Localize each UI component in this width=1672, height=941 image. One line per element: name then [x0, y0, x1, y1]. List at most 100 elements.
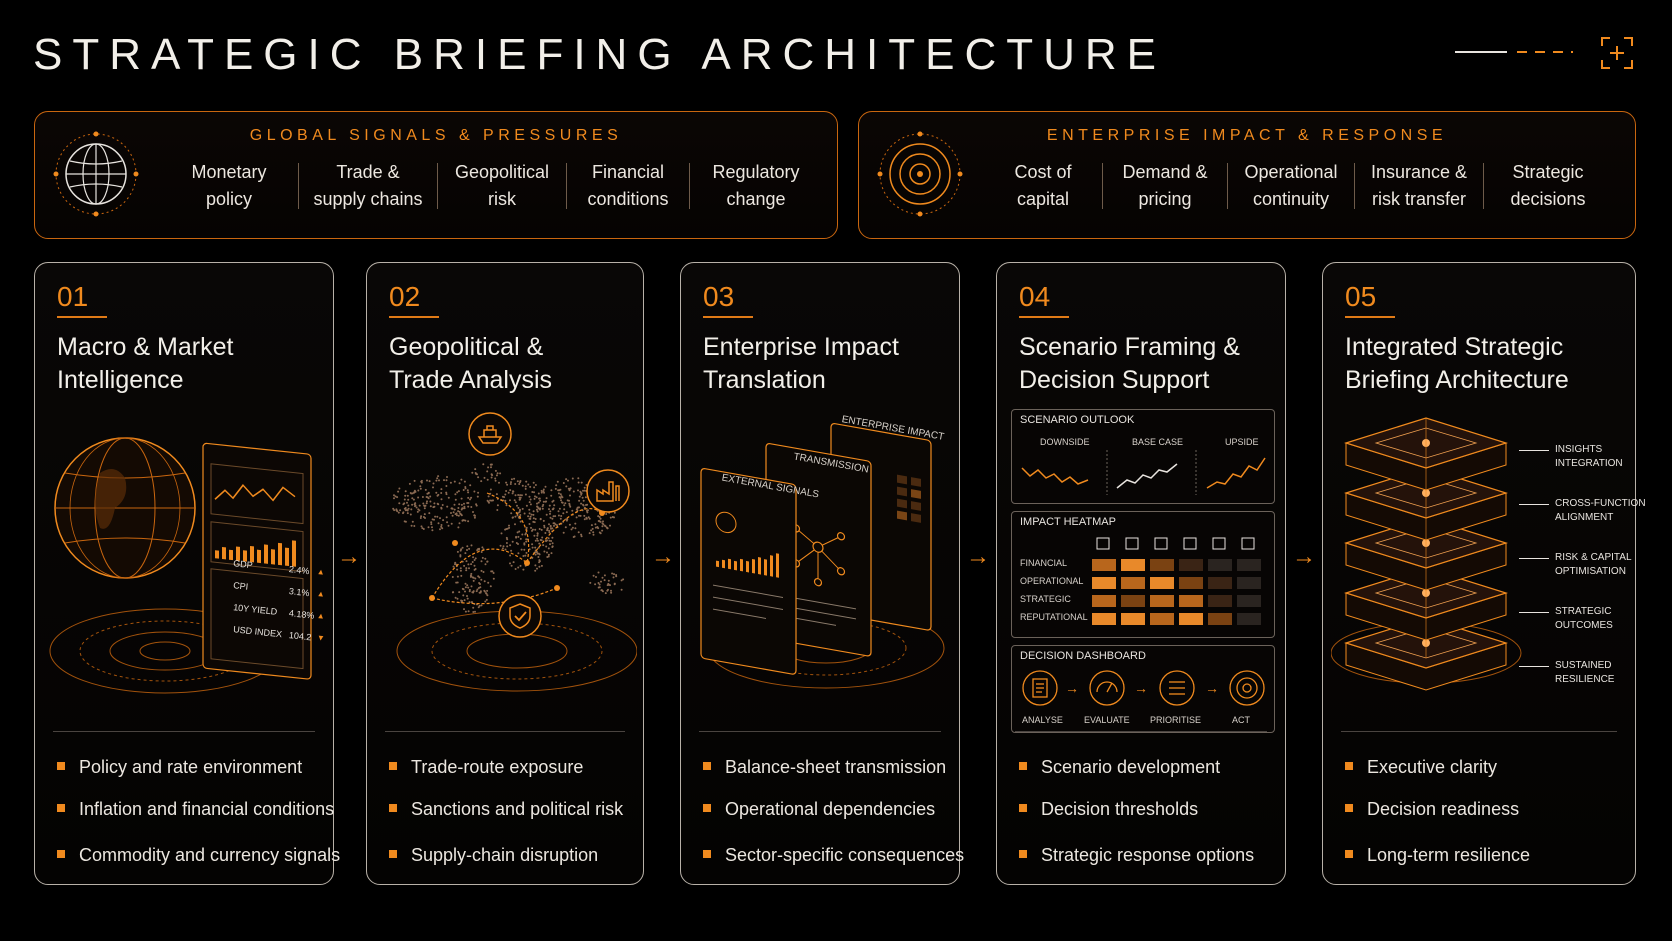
map-dot — [474, 610, 476, 613]
map-dot — [508, 526, 511, 529]
map-dot — [549, 525, 552, 528]
map-dot — [620, 588, 623, 591]
map-dot — [466, 549, 468, 551]
band-separator — [1102, 163, 1103, 209]
map-dot — [430, 523, 433, 526]
map-dot — [514, 501, 517, 504]
map-dot — [547, 547, 550, 550]
heatmap-cell — [1208, 559, 1232, 571]
map-dot — [483, 580, 486, 583]
map-dot — [532, 520, 535, 523]
map-dot — [533, 486, 536, 489]
map-dot — [458, 482, 461, 485]
map-dot — [606, 527, 609, 530]
map-dot — [538, 553, 541, 556]
map-dot — [578, 495, 581, 498]
map-dot — [516, 531, 519, 534]
map-dot — [423, 507, 426, 510]
map-dot — [554, 523, 557, 526]
map-dot — [517, 494, 520, 496]
map-dot — [532, 481, 535, 484]
map-dot — [529, 498, 532, 501]
map-dot — [498, 481, 500, 484]
map-dot — [415, 506, 418, 509]
map-dot — [470, 544, 473, 547]
band-item-2: Demand &pricing — [1122, 162, 1208, 209]
map-dot — [536, 510, 539, 513]
heatmap-cell — [1208, 613, 1232, 625]
map-dot — [505, 528, 508, 530]
map-dot — [610, 591, 613, 594]
map-dot — [517, 566, 520, 569]
map-dot — [519, 498, 521, 501]
map-dot — [445, 491, 448, 494]
map-dot — [437, 475, 440, 478]
globe-icon — [53, 131, 139, 217]
map-dot — [459, 554, 462, 557]
map-dot — [480, 604, 483, 607]
map-dot — [539, 517, 542, 520]
map-dot — [534, 495, 536, 498]
bullet-marker — [389, 804, 397, 813]
map-dot — [512, 561, 515, 564]
map-dot — [422, 502, 425, 505]
map-dot — [451, 591, 454, 594]
map-dot — [457, 510, 460, 513]
map-dot — [613, 516, 615, 519]
map-dot — [447, 496, 450, 499]
heatmap-cell — [1150, 559, 1174, 571]
map-dot — [460, 478, 463, 481]
heatmap-cell — [1237, 559, 1261, 571]
map-dot — [536, 534, 539, 537]
map-dot — [504, 500, 507, 502]
layer-connector — [1519, 450, 1549, 451]
map-dot — [568, 489, 571, 492]
map-dot — [538, 559, 541, 562]
bullet-text: Decision thresholds — [1041, 799, 1199, 819]
map-dot — [467, 491, 470, 494]
map-dot — [480, 560, 483, 563]
map-dot — [472, 576, 475, 579]
map-dot — [425, 496, 428, 498]
map-dot — [538, 528, 541, 530]
map-dot — [540, 491, 543, 494]
map-dot — [453, 503, 456, 506]
map-dot — [571, 526, 574, 529]
map-dot — [494, 469, 497, 472]
map-dot — [569, 505, 572, 508]
card-number: 02 — [389, 281, 421, 312]
expand-icon[interactable] — [1600, 36, 1634, 70]
map-dot — [456, 514, 458, 517]
map-dot — [486, 594, 489, 597]
bullet-marker — [703, 762, 711, 771]
map-dot — [411, 503, 414, 506]
map-dot — [542, 519, 545, 522]
map-dot — [555, 484, 558, 487]
impact-heatmap — [1092, 537, 1261, 625]
map-dot — [525, 538, 528, 541]
map-dot — [533, 491, 535, 494]
map-dot — [518, 530, 521, 533]
map-dot — [601, 590, 604, 593]
map-dot — [509, 554, 512, 557]
map-dot — [582, 503, 584, 506]
map-dot — [499, 544, 502, 547]
map-dot — [539, 507, 542, 510]
heatmap-cell — [1179, 559, 1203, 571]
map-dot — [490, 466, 492, 469]
map-dot — [578, 514, 580, 517]
map-dot — [597, 582, 600, 584]
bullet-item: Strategic response options — [1019, 845, 1254, 866]
heatmap-cell — [1179, 613, 1203, 625]
map-dot — [525, 504, 528, 507]
map-dot — [595, 576, 597, 578]
map-dot — [538, 542, 541, 545]
page-title: STRATEGIC BRIEFING ARCHITECTURE — [33, 30, 1167, 79]
map-dot — [487, 495, 490, 498]
map-dot — [496, 504, 499, 507]
map-dot — [577, 531, 580, 534]
map-dot — [501, 547, 504, 550]
map-dot — [457, 514, 460, 517]
